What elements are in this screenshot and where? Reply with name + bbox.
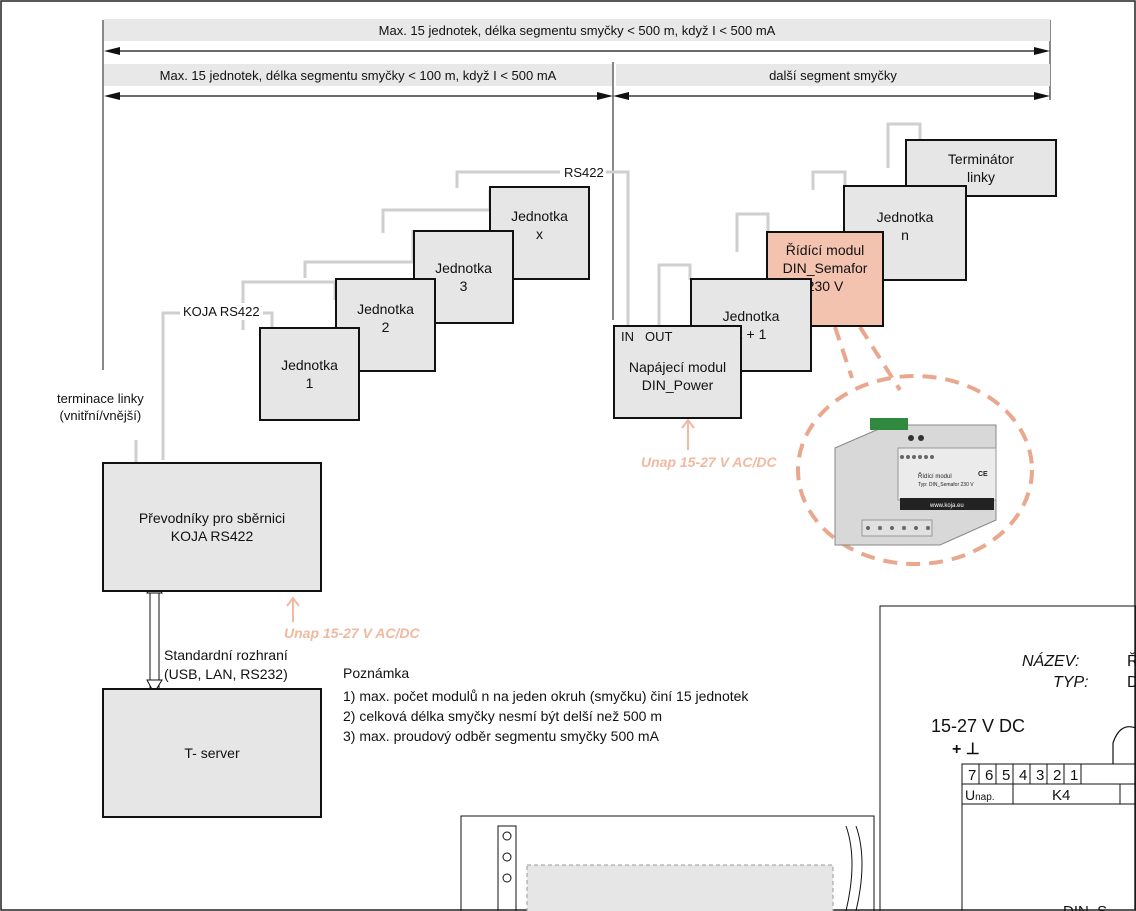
span-arrow-top-head-right <box>1034 47 1050 55</box>
note-line: 2) celková délka smyčky nesmí být delší … <box>343 708 663 724</box>
device-photo-title: Řídící modul <box>918 472 952 480</box>
power-module: Napájecí modul DIN_Power <box>613 325 742 419</box>
pin-label: 7 <box>968 767 976 784</box>
pin-label: 2 <box>1053 767 1061 784</box>
line-termination-label: terminace linky (vnitřní/vnější) <box>57 390 144 424</box>
supply-arrow-converter <box>286 596 300 622</box>
power-in-label: IN <box>621 329 634 344</box>
technical-drawing: 7 6 5 4 3 2 1 Unap. K4 15-27 V DC + ⊥ DI… <box>879 605 1136 911</box>
converter-box: Převodníky pro sběrnici KOJA RS422 <box>102 462 322 592</box>
t-server-box: T- server <box>102 688 322 818</box>
din-label: DIN_S <box>1063 903 1107 911</box>
span-arrow-right-head-right <box>1034 92 1050 100</box>
supply-label-converter: Unap 15-27 V AC/DC <box>284 625 420 641</box>
unit-1: Jednotka 1 <box>259 327 360 421</box>
drawing-type-value: D <box>1127 674 1136 691</box>
span-arrow-left-head-right <box>597 92 613 100</box>
rs422-label: RS422 <box>562 164 606 181</box>
green-terminal-block <box>870 418 908 430</box>
unap-label: Unap. <box>965 787 995 803</box>
pin-label: 6 <box>985 767 993 784</box>
span-label-left: Max. 15 jednotek, délka segmentu smyčky … <box>104 64 612 86</box>
drawing-name-label: NÁZEV: <box>1022 651 1080 670</box>
polarity-label: + ⊥ <box>952 741 980 758</box>
interface-link <box>149 582 160 690</box>
pin-label: 3 <box>1036 767 1044 784</box>
span-arrow-left-head-left <box>104 92 120 100</box>
callout-dashes <box>796 325 1034 566</box>
span-label-top: Max. 15 jednotek, délka segmentu smyčky … <box>104 19 1050 41</box>
device-photo-mark: CE <box>978 471 988 478</box>
koja-rs422-label: KOJA RS422 <box>180 303 263 320</box>
interface-link-head-bottom <box>146 679 163 695</box>
interface-label: Standardní rozhraní (USB, LAN, RS232) <box>164 647 288 682</box>
voltage-label: 15-27 V DC <box>931 716 1025 736</box>
device-photo-icon: Řídící modul Typ: DIN_Semafor 230 V CE w… <box>834 418 997 546</box>
pin-label: 1 <box>1070 767 1078 784</box>
note-title: Poznámka <box>343 665 410 681</box>
din-rail-sketch <box>460 815 875 911</box>
drawing-name-value: Ř <box>1127 651 1136 670</box>
pin-label: 4 <box>1019 767 1027 784</box>
device-photo-type: Typ: DIN_Semafor 230 V <box>918 482 974 488</box>
device-photo-brand: www.koja.eu <box>929 503 964 509</box>
drawing-type-label: TYP: <box>1053 674 1089 691</box>
connector-label: K4 <box>1052 787 1070 804</box>
span-arrow-top-head-left <box>104 47 120 55</box>
supply-label-power: Unap 15-27 V AC/DC <box>641 454 777 470</box>
note-block: Poznámka 1) max. počet modulů n na jeden… <box>343 663 748 746</box>
span-label-right: další segment smyčky <box>616 64 1050 86</box>
power-out-label: OUT <box>645 329 673 344</box>
span-arrow-right-head-left <box>613 92 629 100</box>
pin-label: 5 <box>1002 767 1010 784</box>
supply-arrow-power <box>681 418 695 450</box>
note-line: 3) max. proudový odběr segmentu smyčky 5… <box>343 728 659 744</box>
note-line: 1) max. počet modulů n na jeden okruh (s… <box>343 688 749 704</box>
